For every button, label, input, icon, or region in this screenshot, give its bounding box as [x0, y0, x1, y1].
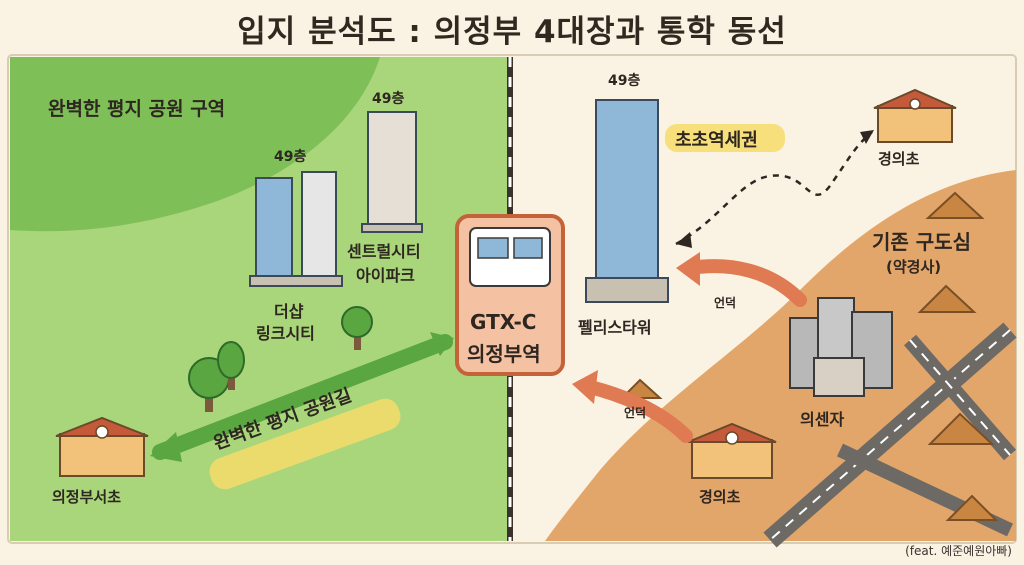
slope-upper-label: 언덕 [714, 296, 737, 310]
thesharp-name-1: 더샵 [274, 302, 304, 321]
eusenza-buildings [789, 297, 893, 397]
old-town-label: 기존 구도심 [872, 230, 971, 254]
school-icon [55, 88, 957, 479]
old-town-zone [545, 170, 1016, 541]
felice-name: 펠리스타워 [578, 318, 652, 337]
centralcity-floors: 49층 [372, 91, 405, 107]
commute-dashed-route [675, 130, 874, 248]
tree-icon [188, 306, 373, 412]
slope-lower-label: 언덕 [624, 406, 647, 420]
station-box [455, 214, 565, 376]
page-title: 입지 분석도 : 의정부 4대장과 통학 동선 [237, 14, 787, 50]
school-gyeongui-bottom-label: 경의초 [699, 488, 741, 506]
credit: (feat. 예준예원아빠) [905, 544, 1012, 558]
felice-floors: 49층 [608, 73, 641, 89]
school-gyeongui-top-label: 경의초 [878, 150, 920, 168]
thesharp-towers [249, 171, 343, 287]
centralcity-name-2: 아이파크 [356, 266, 415, 285]
school-seocho-label: 의정부서초 [52, 488, 122, 506]
station-area-label: 초초역세권 [675, 130, 758, 151]
old-town-sublabel: (약경사) [886, 258, 942, 276]
thesharp-name-2: 링크시티 [256, 324, 315, 343]
thesharp-floors: 49층 [274, 149, 307, 165]
station-name-line1: GTX-C [470, 310, 537, 334]
centralcity-tower [361, 111, 423, 233]
felice-tower [585, 99, 669, 303]
park-zone-label: 완벽한 평지 공원 구역 [48, 98, 226, 120]
centralcity-name-1: 센트럴시티 [347, 242, 421, 261]
park-path-arrow [150, 332, 454, 462]
uphill-arrows [572, 252, 807, 443]
park-path-highlight [209, 398, 401, 490]
eusenza-name: 의센자 [800, 410, 845, 429]
station-area-highlight [665, 124, 785, 152]
station-name-line2: 의정부역 [467, 342, 541, 366]
